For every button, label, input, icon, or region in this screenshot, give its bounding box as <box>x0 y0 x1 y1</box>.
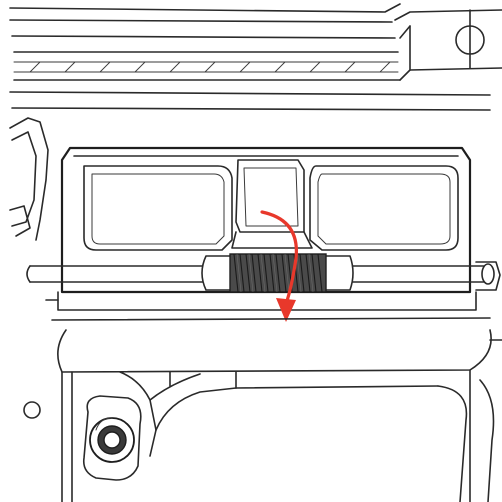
lower-receiver <box>51 317 502 502</box>
top-rail <box>9 3 502 81</box>
dust-cover <box>83 159 459 251</box>
pivot-pin-circle <box>455 25 485 55</box>
upper-receiver <box>9 91 501 311</box>
selector-detent <box>82 395 142 481</box>
detent-hole <box>23 401 41 419</box>
rotation-arrow <box>260 210 298 322</box>
ejection-port-cover-spring <box>229 253 327 293</box>
